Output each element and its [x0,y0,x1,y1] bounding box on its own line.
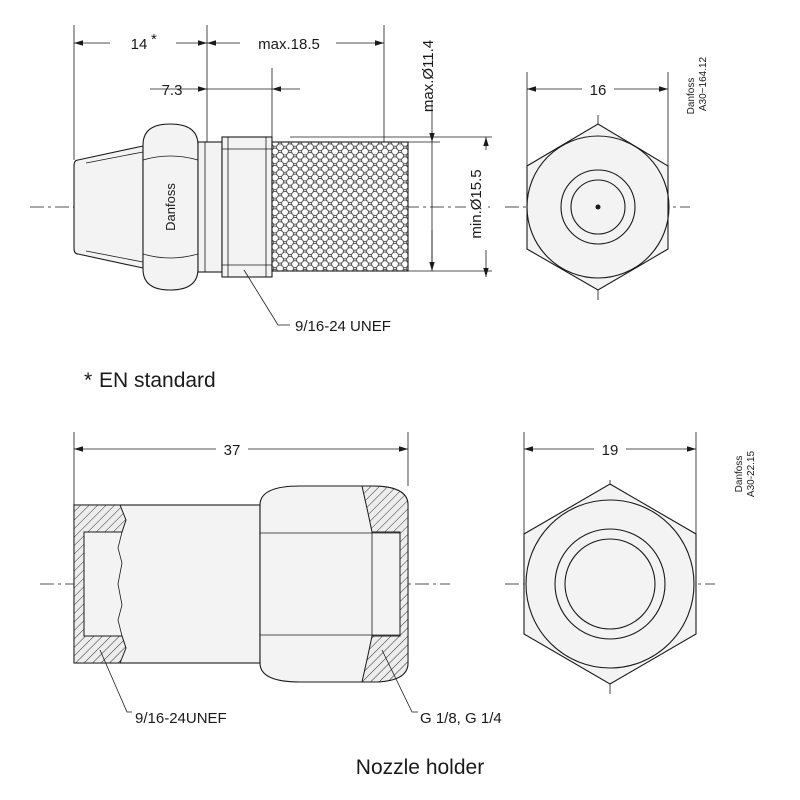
thread-label-bottom-right: G 1/8, G 1/4 [420,710,502,727]
nozzle-tip [73,145,144,269]
thread-leader-bottom-right [381,649,418,713]
caption-nozzle-holder: Nozzle holder [356,756,484,779]
footnote-text: EN standard [99,369,216,392]
thread-leader-bottom-left [99,649,132,713]
dim-max-length-label: max.18.5 [258,36,320,53]
thread-label-bottom-left: 9/16-24UNEF [135,710,227,727]
holder-side-view: 37 9/16-24UNEF G 1/8, G 1/4 [40,432,502,727]
dim-19-label: 19 [602,442,619,459]
footnote-star: * [84,369,92,392]
nozzle-end-view: 16 Danfoss A30−164.12 [505,56,709,300]
drawing-code-brand-top: Danfoss [686,78,697,115]
nozzle-side-view: Danfoss 14 * max.18.5 7.3 max.Ø11.4 min [30,25,492,335]
drawing-code-top: A30−164.12 [698,56,709,111]
thread-label-top: 9/16-24 UNEF [295,318,391,335]
drawing-code-brand-bottom: Danfoss [734,456,745,493]
nozzle-orifice [595,204,601,210]
holder-end-view: 19 Danfoss A30-22.15 [505,432,757,695]
thread-leader-top [243,269,290,326]
dim-14-star: * [151,31,157,48]
nozzle-filter-mesh [271,141,409,272]
dim-16-label: 16 [590,82,607,99]
dim-37-label: 37 [224,442,241,459]
holder-hex-outline [523,483,697,685]
nozzle-thread [221,136,273,278]
dim-14-label: 14 [131,36,148,53]
nozzle-collar [197,141,223,273]
dim-7-3-label: 7.3 [162,82,183,99]
nozzle-brand-label: Danfoss [163,183,178,231]
dim-max-dia-label: max.Ø11.4 [420,40,437,112]
drawing-code-bottom: A30-22.15 [746,450,757,497]
dim-min-dia-label: min.Ø15.5 [468,169,485,238]
